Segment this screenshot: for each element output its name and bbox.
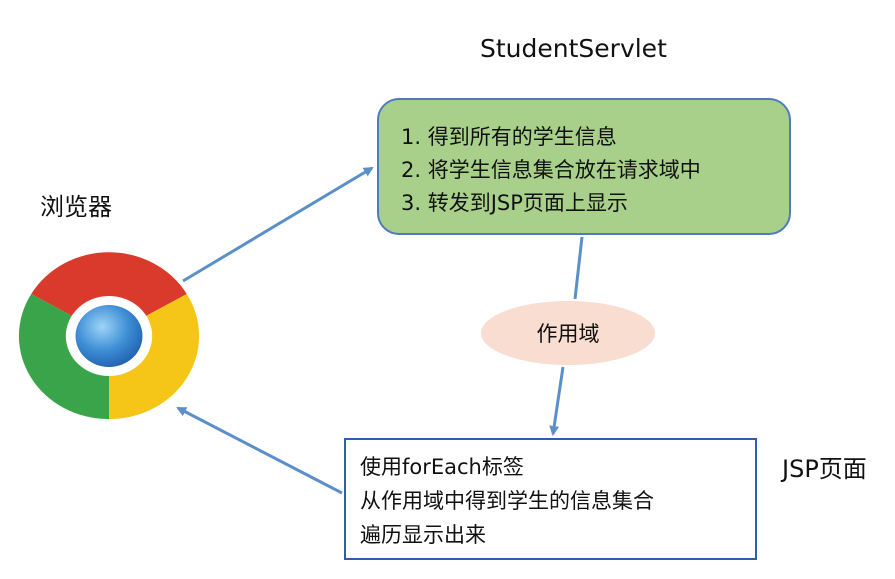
- servlet-step: 2. 将学生信息集合放在请求域中: [401, 158, 701, 182]
- scope-ellipse: 作用域: [481, 301, 655, 365]
- jsp-line: 遍历显示出来: [360, 523, 486, 547]
- arrow-jsp-to-browser: [176, 406, 343, 495]
- scope-label: 作用域: [536, 322, 600, 346]
- servlet-title: StudentServlet: [480, 34, 667, 63]
- jsp-label: JSP页面: [782, 455, 867, 483]
- servlet-box: 1. 得到所有的学生信息 2. 将学生信息集合放在请求域中 3. 转发到JSP页…: [377, 98, 791, 235]
- jsp-line: 使用forEach标签: [360, 455, 524, 479]
- chrome-browser-icon: [18, 252, 200, 420]
- jsp-box: 使用forEach标签 从作用域中得到学生的信息集合 遍历显示出来: [344, 438, 757, 560]
- servlet-step: 1. 得到所有的学生信息: [401, 125, 617, 149]
- servlet-step: 3. 转发到JSP页面上显示: [401, 191, 628, 215]
- jsp-line: 从作用域中得到学生的信息集合: [360, 489, 654, 513]
- arrow-servlet-to-scope: [573, 236, 584, 300]
- browser-label: 浏览器: [40, 193, 112, 221]
- arrow-scope-to-jsp: [549, 366, 565, 436]
- arrow-browser-to-servlet: [182, 166, 374, 283]
